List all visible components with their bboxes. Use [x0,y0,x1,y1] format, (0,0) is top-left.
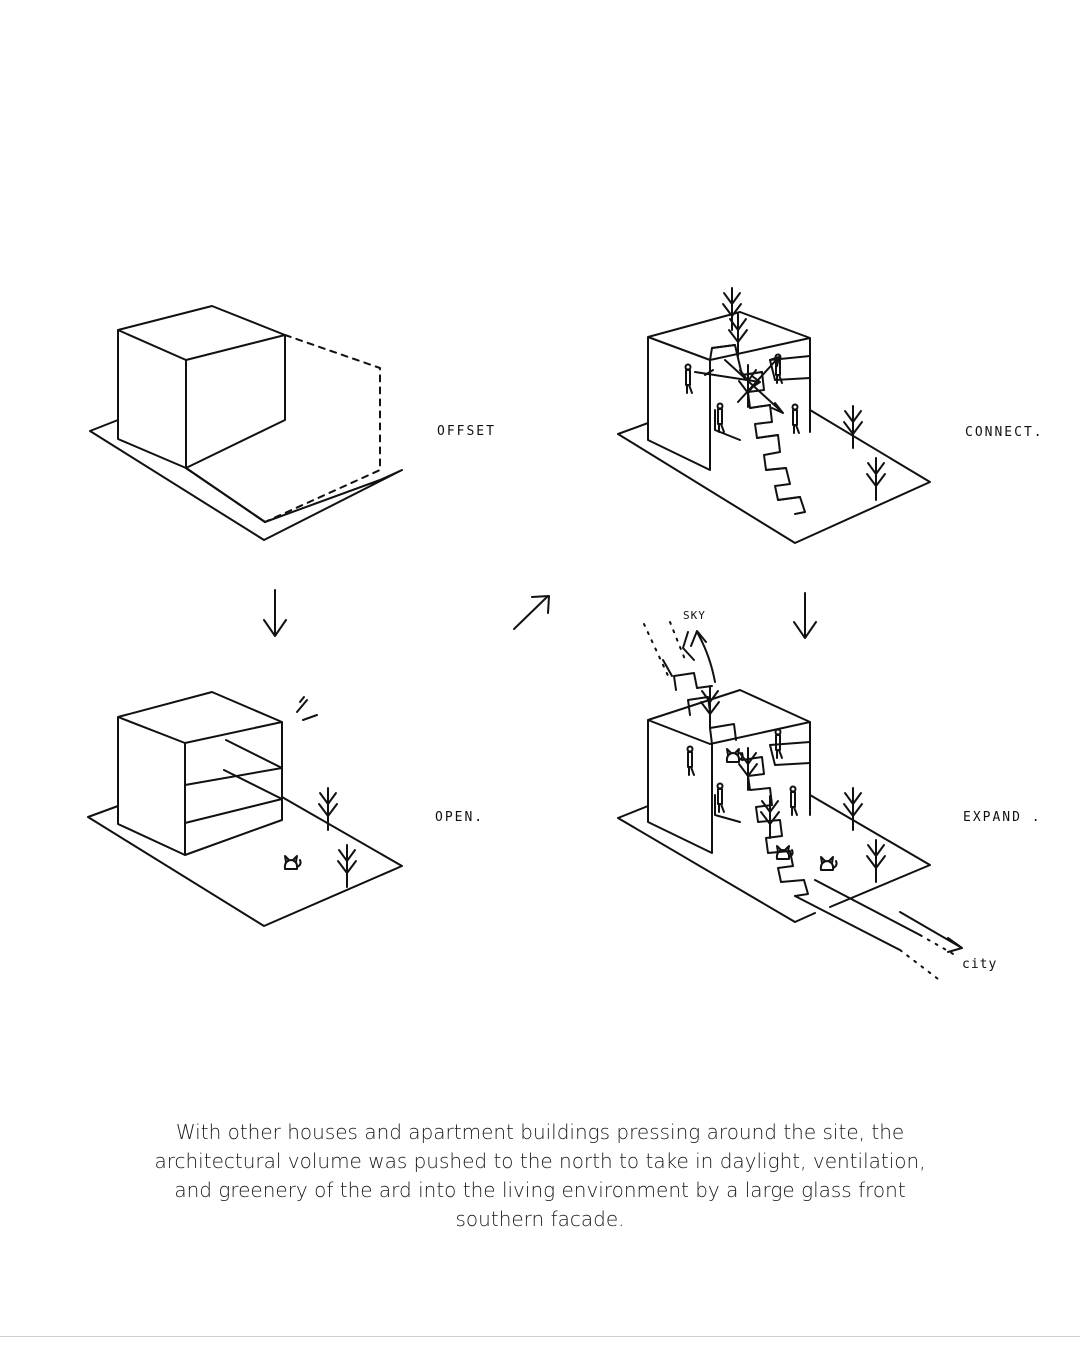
open-floors [184,739,283,824]
step-label-expand: EXPAND . [963,810,1042,825]
tree-icon [700,685,720,729]
bottom-divider [0,1336,1080,1337]
cat-icon [819,856,838,871]
expand-volume [647,689,811,854]
cat-icon [283,855,302,870]
tree-icon [318,787,338,831]
person-icon [716,402,725,433]
expand-ground [617,794,931,923]
person-icon [789,785,798,816]
sky-label: SKY [683,609,706,622]
open-diagram [87,691,403,927]
expand-sky-steps [662,631,695,677]
offset-dashed [185,334,381,523]
tree-icon [337,844,357,888]
offset-cube [117,305,286,469]
person-icon [716,782,725,813]
tree-icon [843,405,863,449]
arrow-diagonal-icon [513,595,550,630]
city-path [794,879,921,951]
cat-icon [725,748,744,763]
step-label-connect: CONNECT. [965,425,1044,440]
caption-text: With other houses and apartment building… [154,1120,926,1231]
sun-ray-icon [296,696,318,721]
offset-diagram [89,305,403,541]
tree-icon [738,364,758,408]
connect-diagram [617,287,931,544]
arrow-down-icon [263,589,287,637]
expand-diagram [617,621,963,983]
city-label: city [962,957,998,972]
sky-dots [643,621,687,681]
tree-icon [866,839,886,883]
connect-stairs [709,344,806,515]
connect-volume [647,311,811,471]
sky-arrow [690,630,716,683]
open-ground [87,796,403,927]
arrow-down-icon [793,592,817,639]
person-icon [684,363,693,394]
open-volume [117,691,283,856]
person-icon [791,403,800,434]
person-icon [686,745,695,776]
tree-icon [738,747,758,791]
connect-ground [617,409,931,544]
tree-icon [866,457,886,501]
connect-arrows [694,356,784,414]
step-label-open: OPEN. [435,810,485,825]
city-arrow [899,911,963,953]
step-label-offset: OFFSET [437,424,496,439]
tree-icon [760,795,780,839]
expand-stairs [673,672,809,897]
